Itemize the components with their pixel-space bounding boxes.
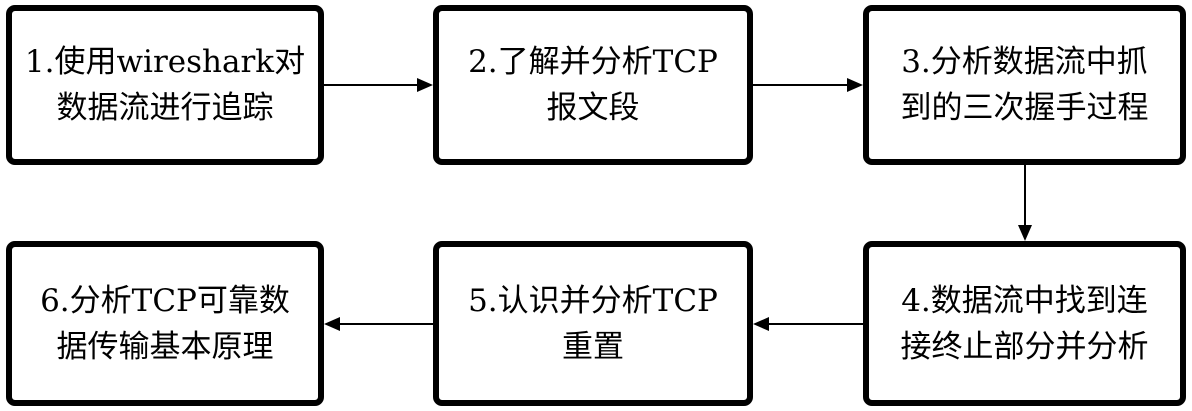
step-1-box: 1.使用wireshark对 数据流进行追踪 bbox=[6, 5, 324, 165]
step-3-text: 3.分析数据流中抓 到的三次握手过程 bbox=[901, 39, 1149, 131]
step-5-box: 5.认识并分析TCP 重置 bbox=[433, 241, 753, 406]
arrow-3-to-4-head bbox=[1018, 225, 1032, 241]
step-6-text: 6.分析TCP可靠数 据传输基本原理 bbox=[40, 278, 290, 370]
step-2-line-1: 2.了解并分析TCP bbox=[468, 44, 718, 80]
step-2-text: 2.了解并分析TCP 报文段 bbox=[468, 39, 718, 131]
step-1-text: 1.使用wireshark对 数据流进行追踪 bbox=[25, 39, 305, 131]
step-6-line-2: 据传输基本原理 bbox=[56, 328, 274, 365]
arrow-5-to-6-head bbox=[324, 317, 340, 331]
step-4-line-2: 接终止部分并分析 bbox=[900, 328, 1149, 365]
step-4-text: 4.数据流中找到连 接终止部分并分析 bbox=[901, 278, 1149, 370]
arrow-4-to-5-head bbox=[753, 317, 769, 331]
arrow-2-to-3-head bbox=[847, 78, 863, 92]
step-5-line-2: 重置 bbox=[562, 328, 624, 365]
arrow-1-to-2-head bbox=[417, 78, 433, 92]
step-6-box: 6.分析TCP可靠数 据传输基本原理 bbox=[6, 241, 324, 406]
step-2-line-2: 报文段 bbox=[546, 90, 640, 126]
step-5-text: 5.认识并分析TCP 重置 bbox=[468, 278, 718, 370]
step-3-box: 3.分析数据流中抓 到的三次握手过程 bbox=[863, 5, 1186, 165]
step-4-line-1: 4.数据流中找到连 bbox=[901, 282, 1148, 319]
step-4-box: 4.数据流中找到连 接终止部分并分析 bbox=[863, 241, 1186, 406]
step-2-box: 2.了解并分析TCP 报文段 bbox=[433, 5, 753, 165]
step-5-line-1: 5.认识并分析TCP bbox=[468, 282, 718, 319]
step-3-line-2: 到的三次握手过程 bbox=[900, 90, 1149, 126]
step-1-line-1: 1.使用wireshark对 bbox=[24, 44, 306, 80]
step-6-line-1: 6.分析TCP可靠数 bbox=[40, 282, 290, 319]
step-3-line-1: 3.分析数据流中抓 bbox=[901, 44, 1148, 80]
step-1-line-2: 数据流进行追踪 bbox=[56, 90, 274, 126]
